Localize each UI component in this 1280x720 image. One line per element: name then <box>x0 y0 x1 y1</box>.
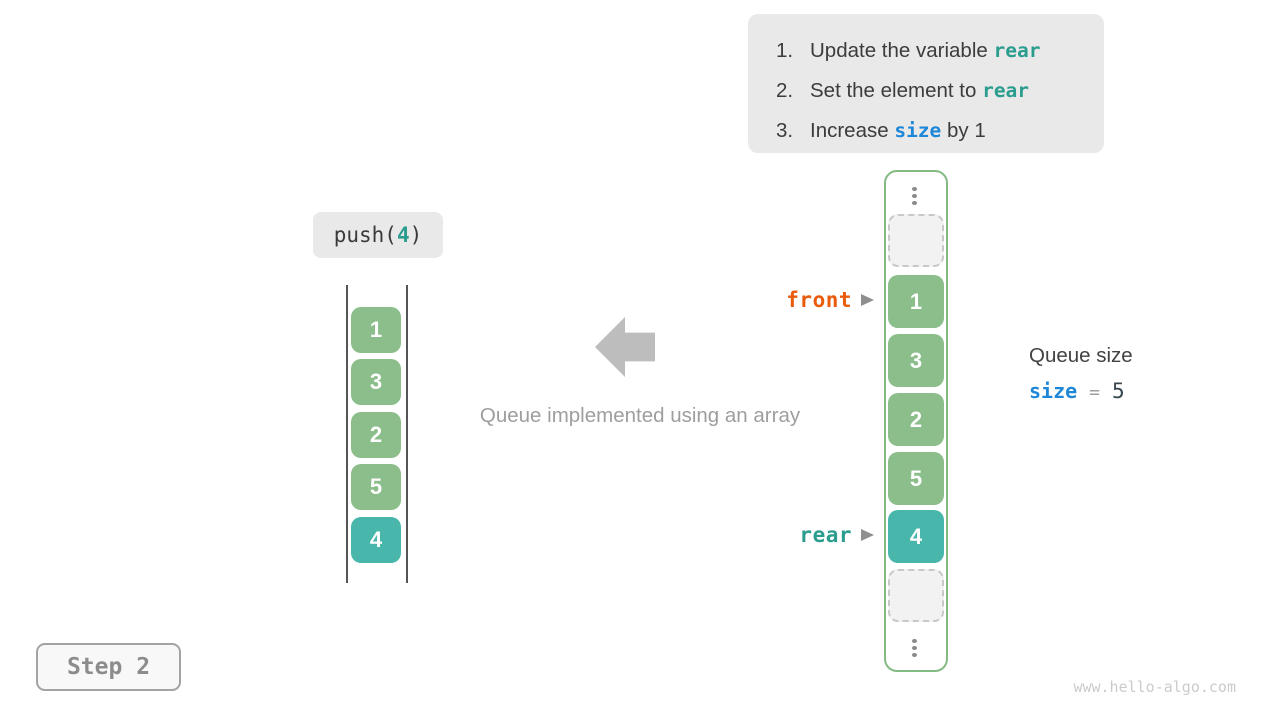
step-badge: Step 2 <box>36 643 181 691</box>
instruction-number: 1. <box>776 39 794 62</box>
queue-element: 5 <box>888 452 944 505</box>
ellipsis-icon <box>911 637 917 659</box>
instruction-text: Update the variable rear <box>810 39 1041 62</box>
keyword-size: size <box>894 119 942 142</box>
push-call-label: push(4) <box>313 212 443 258</box>
diagram-caption: Queue implemented using an array <box>479 404 801 427</box>
instruction-box: 1. Update the variable rear 2. Set the elem… <box>748 14 1104 153</box>
ellipsis-dot <box>911 638 917 643</box>
push-call-prefix: push( <box>333 223 397 247</box>
left-arrow-icon <box>595 317 655 377</box>
size-value: 5 <box>1112 379 1125 403</box>
stack-right-line <box>406 285 408 583</box>
ellipsis-dot <box>911 186 917 191</box>
queue-element: 2 <box>888 393 944 446</box>
instruction-text: Set the element to rear <box>810 79 1030 102</box>
instruction-item-2: 2. Set the element to rear <box>776 73 1080 109</box>
stack-left-line <box>346 285 348 583</box>
instruction-number: 2. <box>776 79 794 102</box>
empty-slot <box>888 214 944 267</box>
rear-pointer: rear <box>799 523 874 547</box>
stack-element: 5 <box>351 464 401 510</box>
ellipsis-dot <box>911 645 917 651</box>
stack-element: 2 <box>351 412 401 458</box>
instruction-text: Increase size by 1 <box>810 119 986 142</box>
stack-element: 1 <box>351 307 401 353</box>
ellipsis-dot <box>911 653 917 658</box>
queue-element: 1 <box>888 275 944 328</box>
push-call-arg: 4 <box>396 223 410 247</box>
push-call-suffix: ) <box>409 223 423 247</box>
front-pointer: front <box>786 288 874 312</box>
keyword-rear: rear <box>993 39 1041 62</box>
instruction-item-3: 3. Increase size by 1 <box>776 113 1080 149</box>
queue-element: 3 <box>888 334 944 387</box>
empty-slot <box>888 569 944 622</box>
pointer-arrow-icon <box>861 528 874 541</box>
pointer-arrow-icon <box>861 293 874 306</box>
watermark: www.hello-algo.com <box>1073 678 1236 696</box>
front-label: front <box>786 287 852 312</box>
instruction-item-1: 1. Update the variable rear <box>776 33 1080 69</box>
ellipsis-icon <box>911 185 917 207</box>
stack-element: 4 <box>351 517 401 563</box>
equals-sign: = <box>1089 382 1101 403</box>
ellipsis-dot <box>911 201 917 206</box>
stack-element: 3 <box>351 359 401 405</box>
queue-size-title: Queue size <box>1029 344 1133 367</box>
rear-label: rear <box>799 522 852 547</box>
queue-size-panel: Queue size size = 5 <box>1029 344 1133 403</box>
queue-element: 4 <box>888 510 944 563</box>
instruction-number: 3. <box>776 119 794 142</box>
queue-size-value-row: size = 5 <box>1029 379 1133 403</box>
keyword-rear: rear <box>982 79 1030 102</box>
size-variable: size <box>1029 379 1078 403</box>
ellipsis-dot <box>911 193 917 199</box>
